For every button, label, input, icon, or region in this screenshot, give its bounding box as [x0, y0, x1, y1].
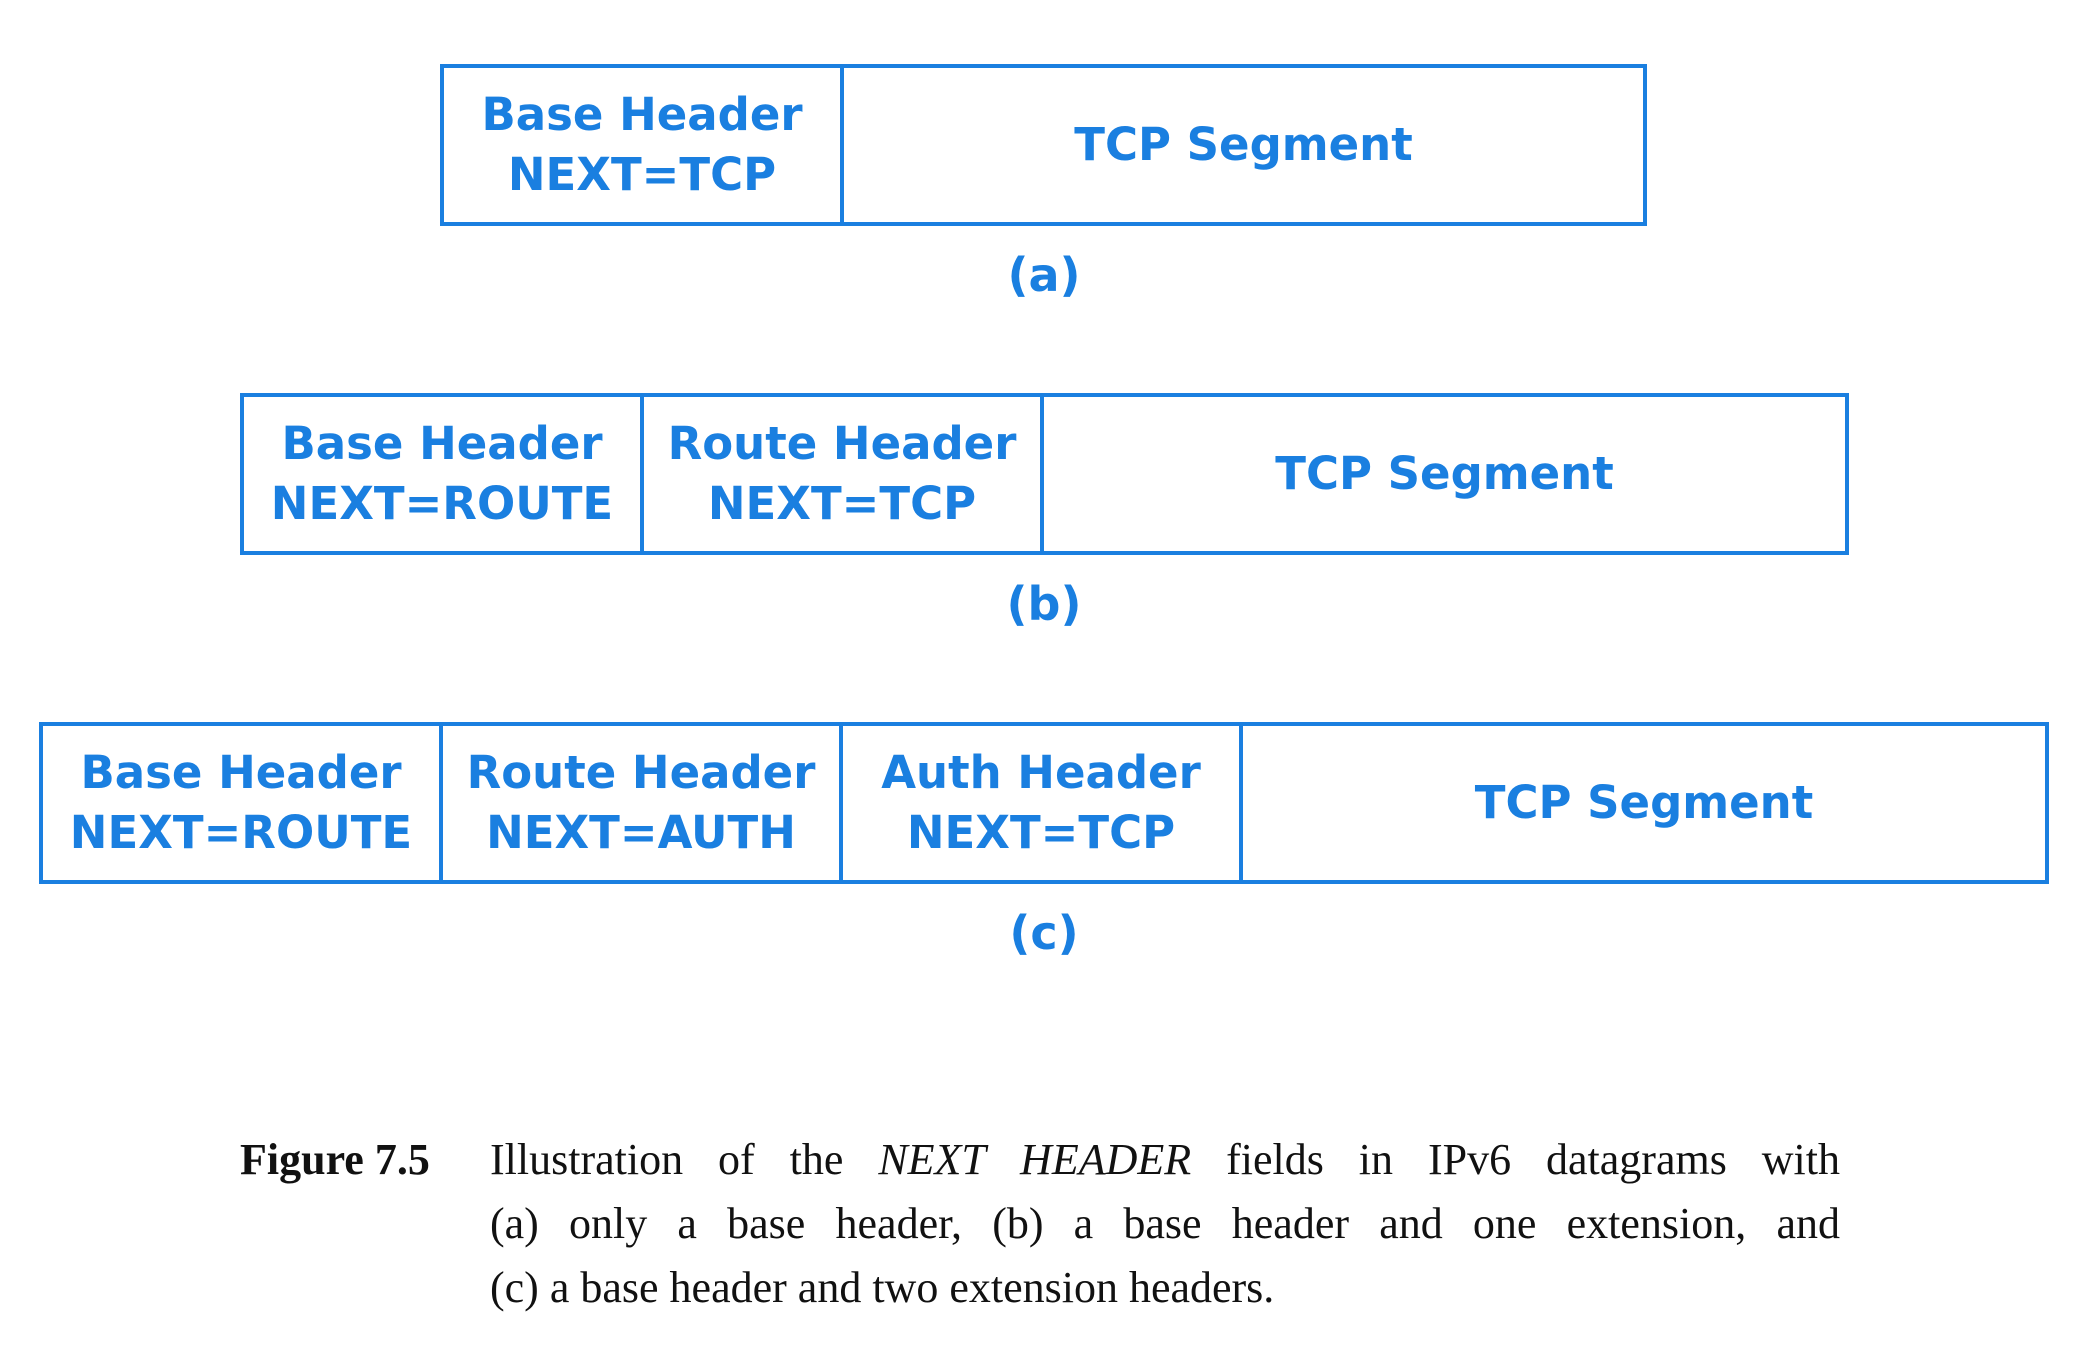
header-name: Base Header — [80, 746, 402, 799]
next-value: NEXT=ROUTE — [69, 806, 413, 859]
caption-line-2: (a) only a base header, (b) a base heade… — [490, 1199, 1840, 1248]
caption-line-1-post: fields in IPv6 datagrams with — [1191, 1135, 1840, 1184]
header-name: Base Header — [281, 417, 603, 470]
diagram-b-label: (b) — [1006, 577, 1082, 631]
diagram-a-label: (a) — [1007, 248, 1081, 302]
auth-header-cell: Auth Header NEXT=TCP — [843, 726, 1243, 880]
route-header-cell: Route Header NEXT=AUTH — [443, 726, 843, 880]
tcp-segment-cell: TCP Segment — [1044, 397, 1845, 551]
next-value: NEXT=ROUTE — [270, 477, 614, 530]
tcp-segment-cell: TCP Segment — [844, 68, 1643, 222]
base-header-cell: Base Header NEXT=ROUTE — [43, 726, 443, 880]
segment-label: TCP Segment — [1474, 776, 1814, 829]
base-header-cell: Base Header NEXT=ROUTE — [244, 397, 644, 551]
tcp-segment-cell: TCP Segment — [1243, 726, 2045, 880]
datagram-c: Base Header NEXT=ROUTE Route Header NEXT… — [39, 722, 2049, 884]
next-value: NEXT=AUTH — [486, 806, 796, 859]
header-name: Auth Header — [881, 746, 1201, 799]
caption-line-1: Illustration of the NEXT HEADER fields i… — [490, 1128, 1840, 1192]
caption-text: Illustration of the NEXT HEADER fields i… — [490, 1128, 1840, 1320]
header-name: Route Header — [466, 746, 816, 799]
route-header-cell: Route Header NEXT=TCP — [644, 397, 1044, 551]
base-header-cell: Base Header NEXT=TCP — [444, 68, 844, 222]
next-value: NEXT=TCP — [707, 477, 977, 530]
segment-label: TCP Segment — [1275, 447, 1614, 500]
segment-label: TCP Segment — [1074, 118, 1413, 171]
next-value: NEXT=TCP — [507, 148, 777, 201]
datagram-a: Base Header NEXT=TCP TCP Segment — [440, 64, 1647, 226]
figure-label: Figure 7.5 — [240, 1135, 430, 1184]
caption-next-header-term: NEXT HEADER — [878, 1135, 1192, 1184]
next-value: NEXT=TCP — [906, 806, 1176, 859]
header-name: Base Header — [481, 88, 803, 141]
caption-line-1-pre: Illustration of the — [490, 1135, 879, 1184]
caption-line-3: (c) a base header and two extension head… — [490, 1263, 1275, 1312]
diagram-c-label: (c) — [1009, 906, 1079, 960]
header-name: Route Header — [667, 417, 1017, 470]
datagram-b: Base Header NEXT=ROUTE Route Header NEXT… — [240, 393, 1849, 555]
